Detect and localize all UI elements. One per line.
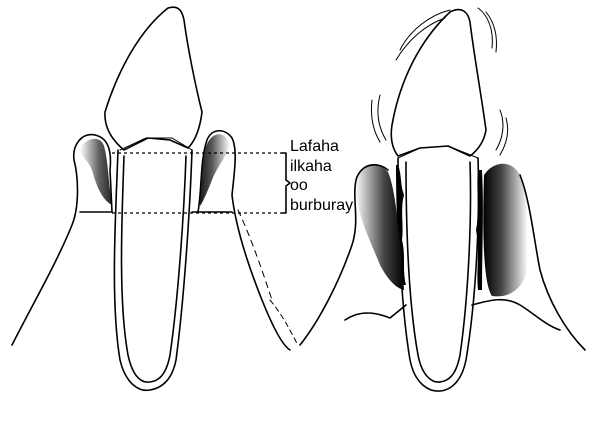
left-crown: [105, 7, 202, 150]
right-crown: [391, 10, 486, 156]
right-root-canal: [406, 162, 471, 382]
healthy-tooth: [12, 7, 290, 390]
annotation-line-2: ilkaha: [290, 157, 380, 177]
right-bone-outline-low: [270, 300, 298, 345]
annotation-line-4: burburay: [290, 196, 380, 216]
annotation-line-3: oo: [290, 176, 380, 196]
measurement-bracket: [282, 153, 290, 213]
left-cej-line: [120, 138, 192, 150]
left-root-canal: [122, 156, 187, 382]
right-bone-crest-left: [345, 305, 406, 320]
right-cej-line: [398, 146, 478, 158]
right-gingiva-shading: [200, 134, 230, 206]
right-calculus-right: [476, 170, 483, 290]
annotation-line-1: Lafaha: [290, 137, 380, 157]
right-root-outer: [398, 158, 479, 391]
left-gingiva-shading: [80, 139, 112, 205]
left-root-outer: [114, 150, 192, 390]
right-bone-crest-right: [472, 300, 560, 330]
left-contour-dash: [238, 210, 272, 300]
right-right-gingiva: [483, 164, 528, 297]
annotation-label: Lafaha ilkaha oo burburay: [290, 137, 380, 215]
right-right-gingiva-outline: [520, 175, 585, 350]
